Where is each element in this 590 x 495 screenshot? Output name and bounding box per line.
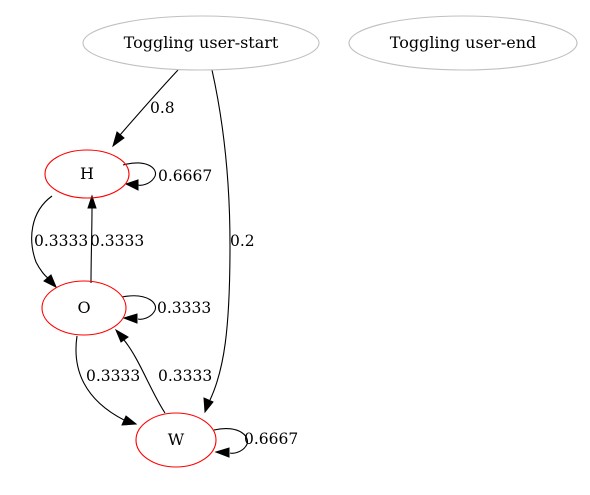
edges: 0.8 0.2 0.6667 0.3333 0.3333	[31, 69, 298, 458]
edge-O-O: 0.3333	[121, 295, 211, 324]
node-start[interactable]: Toggling user-start	[82, 15, 320, 71]
edge-label-W-O: 0.3333	[158, 367, 212, 385]
node-label-O: O	[77, 298, 90, 317]
edge-label-H-O: 0.3333	[34, 232, 88, 250]
edge-label-O-W: 0.3333	[86, 367, 140, 385]
node-label-end: Toggling user-end	[390, 33, 536, 52]
node-H[interactable]: H	[44, 149, 130, 199]
edge-start-H: 0.8	[112, 69, 179, 148]
node-label-start: Toggling user-start	[124, 33, 279, 52]
edge-label-H-H: 0.6667	[158, 167, 212, 185]
edge-O-W: 0.3333	[75, 335, 140, 426]
node-W[interactable]: W	[135, 412, 217, 468]
edge-O-H: 0.3333	[87, 194, 144, 284]
node-end[interactable]: Toggling user-end	[348, 15, 578, 71]
edge-H-O: 0.3333	[31, 195, 88, 289]
edge-label-O-O: 0.3333	[157, 299, 211, 317]
edge-label-W-W: 0.6667	[244, 430, 298, 448]
nodes: Toggling user-start Toggling user-end H …	[41, 15, 578, 468]
edge-W-W: 0.6667	[213, 428, 298, 458]
edge-label-start-W: 0.2	[230, 232, 255, 250]
edge-label-O-H: 0.3333	[90, 232, 144, 250]
edge-label-start-H: 0.8	[150, 99, 175, 117]
node-label-W: W	[168, 430, 185, 449]
edge-H-H: 0.6667	[122, 162, 212, 191]
edge-W-O: 0.3333	[114, 328, 212, 414]
edge-start-W: 0.2	[203, 69, 255, 414]
node-label-H: H	[80, 164, 94, 183]
node-O[interactable]: O	[41, 280, 127, 336]
